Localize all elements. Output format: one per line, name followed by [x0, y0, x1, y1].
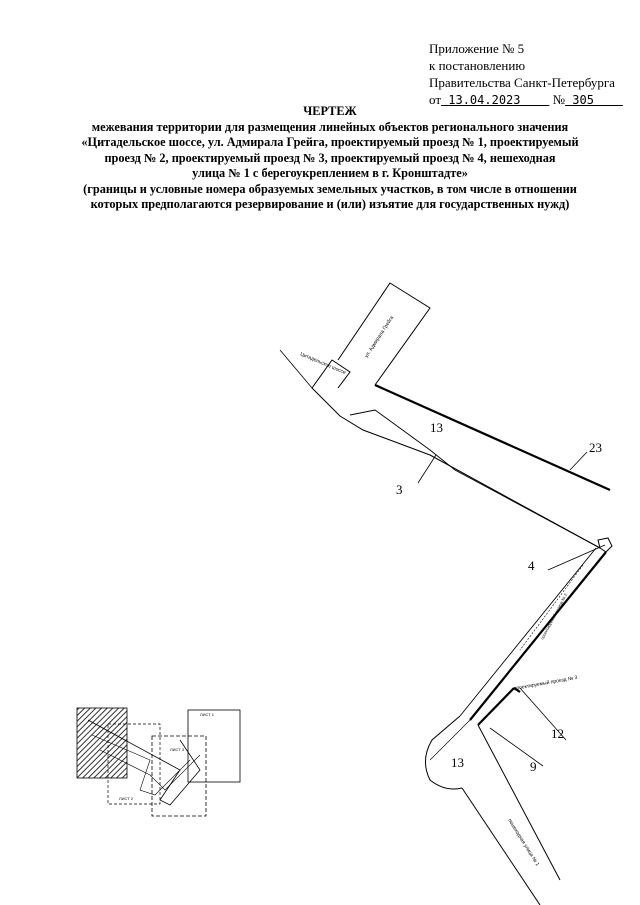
appendix-date-line: от 13.04.2023 № 305	[429, 91, 634, 109]
parcel-23-label: 23	[589, 440, 602, 455]
heading-title: ЧЕРТЕЖ	[303, 104, 357, 118]
appendix-block: Приложение № 5 к постановлению Правитель…	[429, 40, 634, 109]
greig-street-stub	[337, 282, 431, 386]
street-annotations: ул. Адмирала Грейга Цитадельское шоссе п…	[299, 314, 578, 867]
appendix-no-prefix: №	[552, 92, 566, 107]
inset-sheet-2-label: ЛИСТ 2	[119, 796, 134, 801]
appendix-line-2: к постановлению	[429, 58, 526, 73]
heading-line-2: «Цитадельское шоссе, ул. Адмирала Грейга…	[81, 135, 579, 149]
heading-line-4: улица № 1 с берегоукреплением в г. Кронш…	[192, 166, 468, 180]
appendix-line-3: Правительства Санкт-Петербурга	[429, 75, 615, 90]
parcel-13-top-label: 13	[430, 420, 443, 435]
heading-line-1: межевания территории для размещения лине…	[91, 119, 569, 134]
heading-line-5: (границы и условные номера образуемых зе…	[83, 181, 577, 196]
parcel-labels: 13 23 3 4 12 9 13	[396, 420, 602, 774]
appendix-from-prefix: от	[429, 92, 442, 107]
drawing-heading: ЧЕРТЕЖ межевания территории для размещен…	[40, 104, 620, 213]
inset-sheet-1-label: ЛИСТ 1	[200, 712, 215, 717]
heading-line-3: проезд № 2, проектируемый проезд № 3, пр…	[104, 150, 556, 165]
proezd-3-label: проектируемый проезд № 3	[513, 674, 578, 692]
proezd-2-label: проектируемый проезд № 2	[539, 592, 568, 641]
appendix-line-1: Приложение № 5	[429, 41, 525, 56]
parcel-12-label: 12	[551, 726, 564, 741]
corridor-outline	[311, 359, 613, 905]
heading-line-6: которых предполагаются резервирование и …	[90, 197, 570, 211]
parcel-13-bottom-label: 13	[451, 755, 464, 770]
parcel-4-label: 4	[528, 558, 535, 573]
leader-lines	[279, 349, 606, 767]
greig-street-label: ул. Адмирала Грейга	[363, 314, 395, 359]
inset-sheet-3-label: ЛИСТ 3	[170, 747, 185, 752]
parcel-3-label: 3	[396, 482, 403, 497]
inset-key-map: ЛИСТ 1 ЛИСТ 2 ЛИСТ 3	[76, 707, 241, 817]
pedestrian-street-label: пешеходная улица № 1	[506, 818, 540, 868]
appendix-date: 13.04.2023	[448, 93, 521, 107]
parcel-9-label: 9	[530, 759, 537, 774]
appendix-number: 305	[572, 93, 594, 107]
